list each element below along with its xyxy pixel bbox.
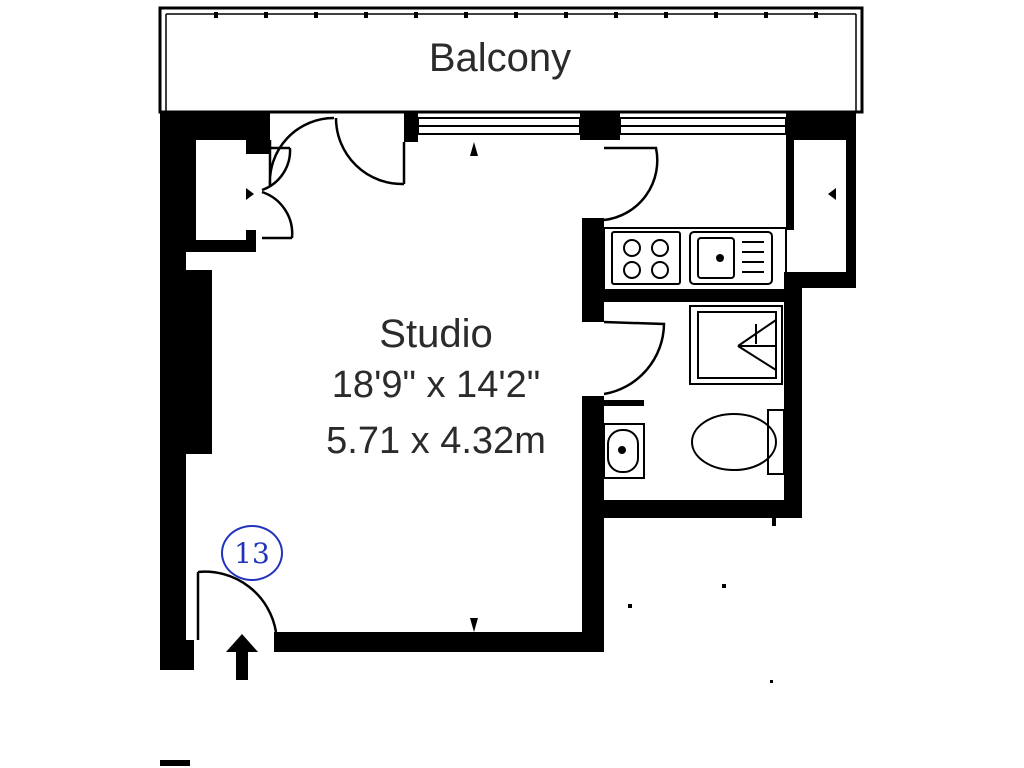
- entrance-door: [196, 570, 278, 640]
- unit-number-badge: 13: [221, 525, 283, 581]
- hob-icon: [611, 231, 681, 285]
- sink-icon: [689, 231, 773, 285]
- studio-dimensions-imperial: 18'9" x 14'2": [331, 364, 541, 406]
- balcony-posts: [214, 12, 818, 18]
- doors: [196, 116, 666, 640]
- balcony-door-left: [268, 116, 335, 187]
- walls: [160, 112, 856, 670]
- kitchen-fittings: [603, 227, 787, 291]
- balcony-door-right: [334, 117, 406, 186]
- basin-icon: [603, 423, 645, 479]
- balcony-label: Balcony: [428, 36, 572, 80]
- bathroom-fittings: [603, 305, 795, 479]
- entrance-arrow-icon: [226, 634, 258, 680]
- toilet-icon: [691, 409, 795, 475]
- kitchen-door: [603, 146, 659, 222]
- windows: [417, 117, 787, 135]
- cupboard-door-bottom: [261, 190, 294, 240]
- wall-markers: [188, 142, 836, 683]
- bathroom-door: [603, 320, 666, 396]
- studio-dimensions-metric: 5.71 x 4.32m: [326, 420, 546, 462]
- shower-tray-icon: [689, 305, 783, 385]
- cupboard-door-top: [261, 146, 292, 192]
- studio-label: Studio: [379, 312, 493, 356]
- lower-fragment: [160, 760, 190, 766]
- balcony: [158, 6, 864, 114]
